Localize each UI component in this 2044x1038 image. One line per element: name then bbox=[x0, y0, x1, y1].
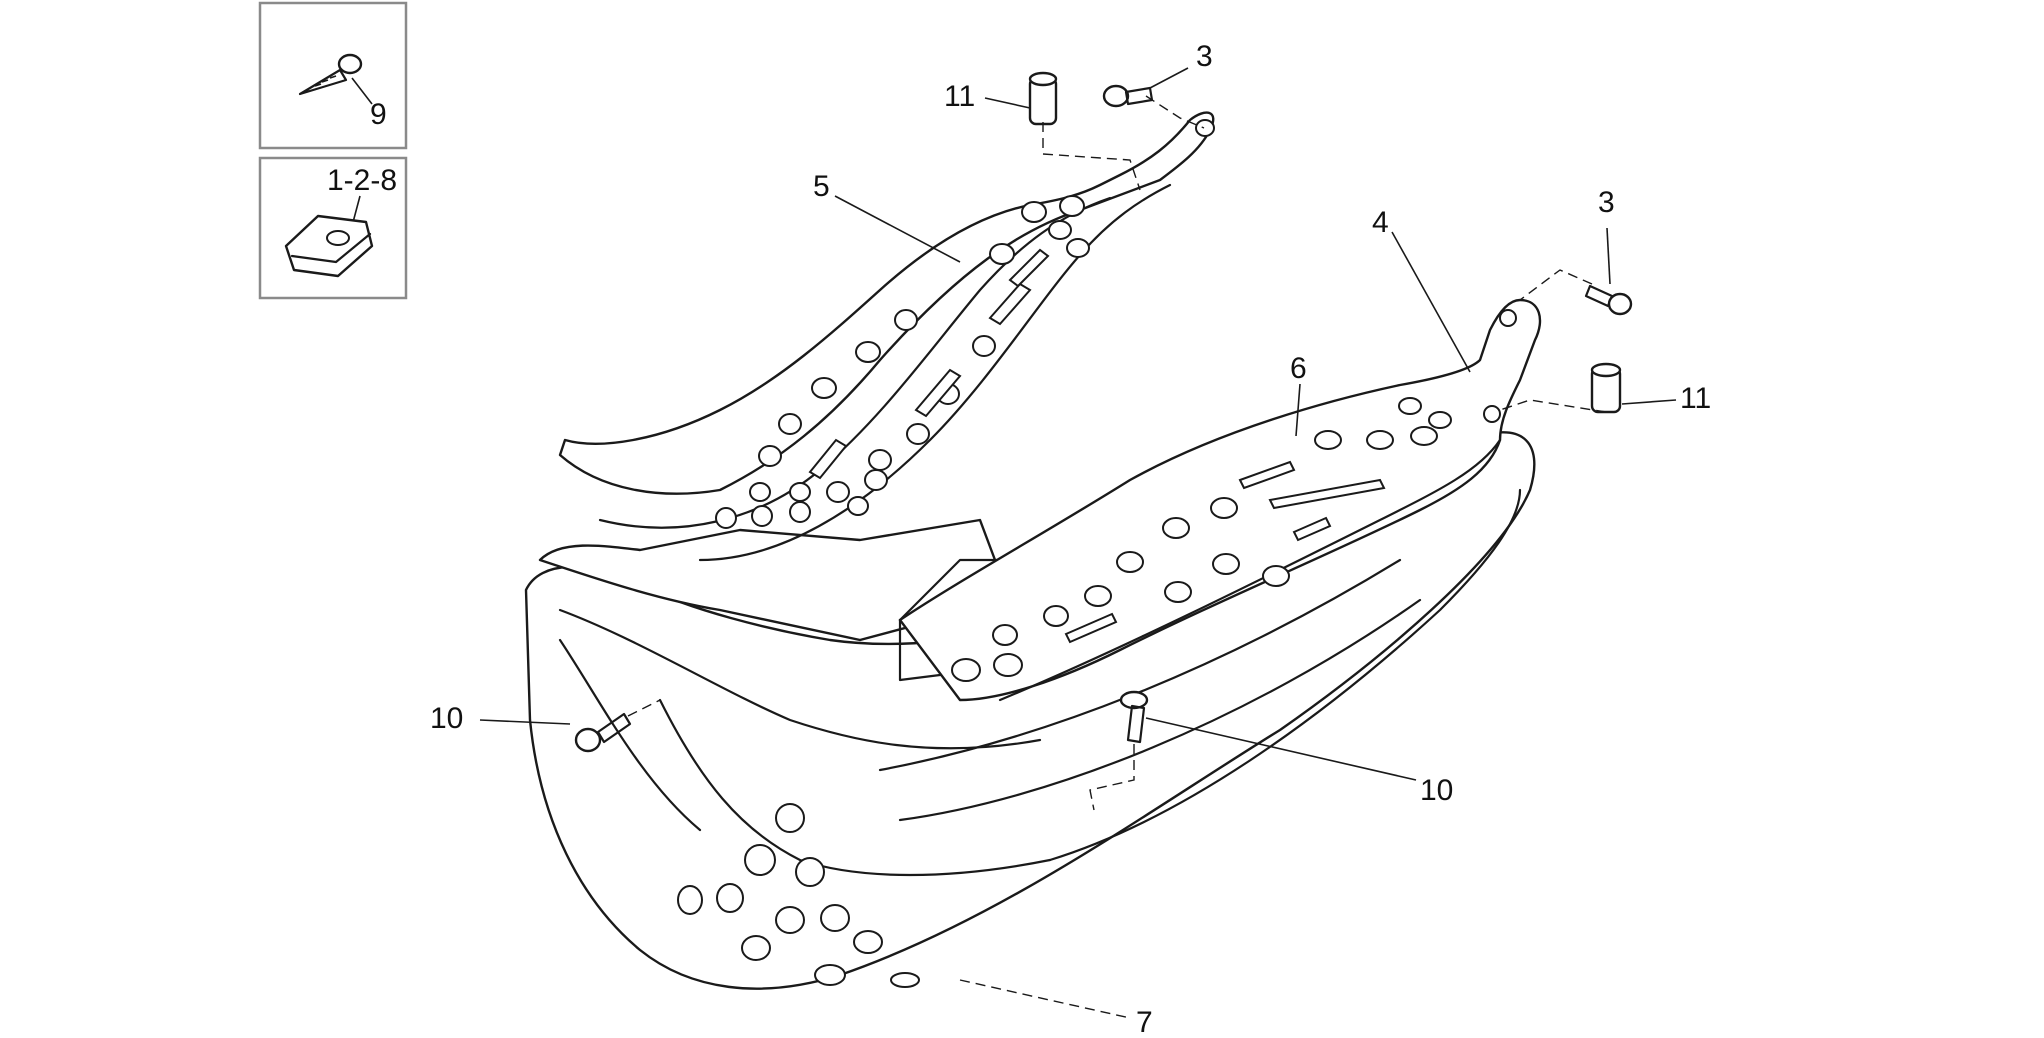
callout-3-right: 3 bbox=[1598, 186, 1615, 219]
callout-9: 9 bbox=[370, 98, 387, 131]
callout-1-2-8: 1-2-8 bbox=[327, 164, 397, 197]
callout-11-right: 11 bbox=[1680, 382, 1711, 415]
self-tapping-screw-icon bbox=[298, 53, 363, 96]
right-footrest-holes bbox=[951, 397, 1452, 682]
clip-nut-icon bbox=[284, 214, 374, 278]
left-footrest-holes bbox=[715, 195, 1090, 529]
callout-7: 7 bbox=[1136, 1006, 1153, 1038]
left-footrest bbox=[558, 111, 1215, 562]
bolt-top bbox=[1102, 84, 1154, 108]
callout-10-left: 10 bbox=[430, 702, 463, 735]
bolt-left-guard bbox=[574, 712, 632, 753]
guard-ventilation-holes bbox=[677, 803, 920, 988]
callout-5: 5 bbox=[813, 170, 830, 203]
callouts: 11 3 5 4 3 6 11 10 10 7 bbox=[430, 40, 1711, 1038]
callout-10-right: 10 bbox=[1420, 774, 1453, 807]
right-footrest bbox=[898, 298, 1542, 702]
callout-11-top: 11 bbox=[944, 80, 975, 113]
bolt-center bbox=[1119, 690, 1149, 744]
bolt-right bbox=[1584, 284, 1633, 316]
spacer-bushing-top bbox=[1028, 71, 1058, 126]
assembly-dashed-lines bbox=[627, 95, 1607, 811]
callout-3-top: 3 bbox=[1196, 40, 1213, 73]
spacer-bushing-right bbox=[1590, 362, 1622, 414]
callout-6: 6 bbox=[1290, 352, 1307, 385]
inset-clip-nut-box: 1-2-8 bbox=[258, 156, 408, 300]
callout-4: 4 bbox=[1372, 206, 1389, 239]
inset-screw-box: 9 bbox=[258, 1, 408, 150]
